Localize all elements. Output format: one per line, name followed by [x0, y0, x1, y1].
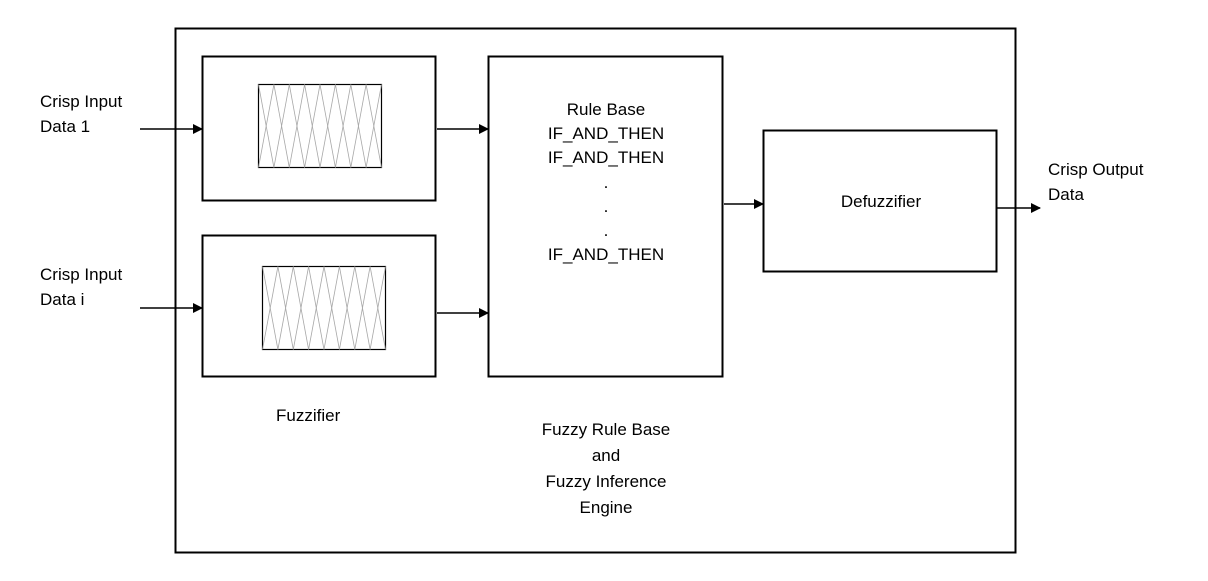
- input-label-1: Crisp Input Data 1: [40, 92, 123, 136]
- rule-line: IF_AND_THEN: [547, 148, 665, 168]
- fuzzifier-label: Fuzzifier: [276, 406, 341, 425]
- rule-line: IF_AND_THEN: [547, 245, 665, 265]
- membership-function-icon: [261, 265, 387, 351]
- input-label-i: Crisp Input Data i: [40, 265, 123, 309]
- rule-ellipsis: .: [603, 172, 609, 192]
- rule-ellipsis: .: [603, 221, 609, 241]
- rule-ellipsis: .: [603, 196, 609, 216]
- output-label: Crisp Output Data: [1048, 160, 1144, 204]
- system-boundary: [174, 27, 1017, 554]
- rule-base-title: Rule Base: [566, 100, 646, 119]
- defuzzifier-label: Defuzzifier: [840, 192, 922, 211]
- rule-base-text: Rule Base IF_AND_THEN IF_AND_THEN . . . …: [488, 98, 724, 267]
- rule-base-box: [487, 55, 724, 378]
- inference-engine-caption: Fuzzy Rule Base and Fuzzy Inference Engi…: [541, 420, 671, 517]
- rule-line: IF_AND_THEN: [547, 124, 665, 144]
- membership-function-icon: [257, 83, 383, 169]
